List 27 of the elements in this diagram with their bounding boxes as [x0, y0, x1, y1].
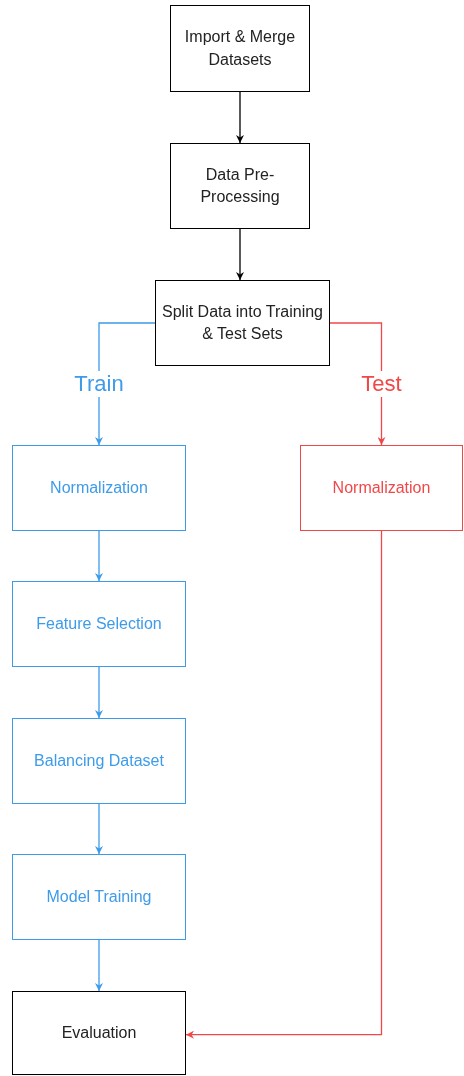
box-label: Balancing Dataset [34, 750, 164, 771]
process-box [155, 280, 330, 366]
process-box [12, 991, 186, 1075]
box-label: Import & Merge Datasets [183, 27, 297, 70]
process-box [170, 143, 310, 229]
arrow [236, 228, 244, 281]
box-label: Normalization [332, 477, 431, 498]
process-box [12, 581, 186, 667]
arrow [95, 666, 103, 719]
arrow [95, 939, 103, 992]
arrow [95, 530, 103, 582]
box-label: Feature Selection [36, 613, 162, 634]
box-label: Split Data into Training & Test Sets [162, 301, 323, 344]
process-box [170, 5, 310, 92]
box-label: Evaluation [61, 1022, 137, 1043]
process-box [12, 718, 186, 804]
box-label: Data Pre-Processing [199, 164, 281, 207]
box-label: Model Training [46, 886, 152, 907]
process-box [12, 445, 186, 531]
process-box [300, 445, 463, 531]
edge-label: Test [359, 371, 404, 397]
arrow [95, 803, 103, 855]
edge-label: Train [72, 371, 126, 397]
arrow [185, 530, 383, 1039]
process-box [12, 854, 186, 940]
arrow [236, 91, 244, 144]
box-label: Normalization [50, 477, 148, 498]
